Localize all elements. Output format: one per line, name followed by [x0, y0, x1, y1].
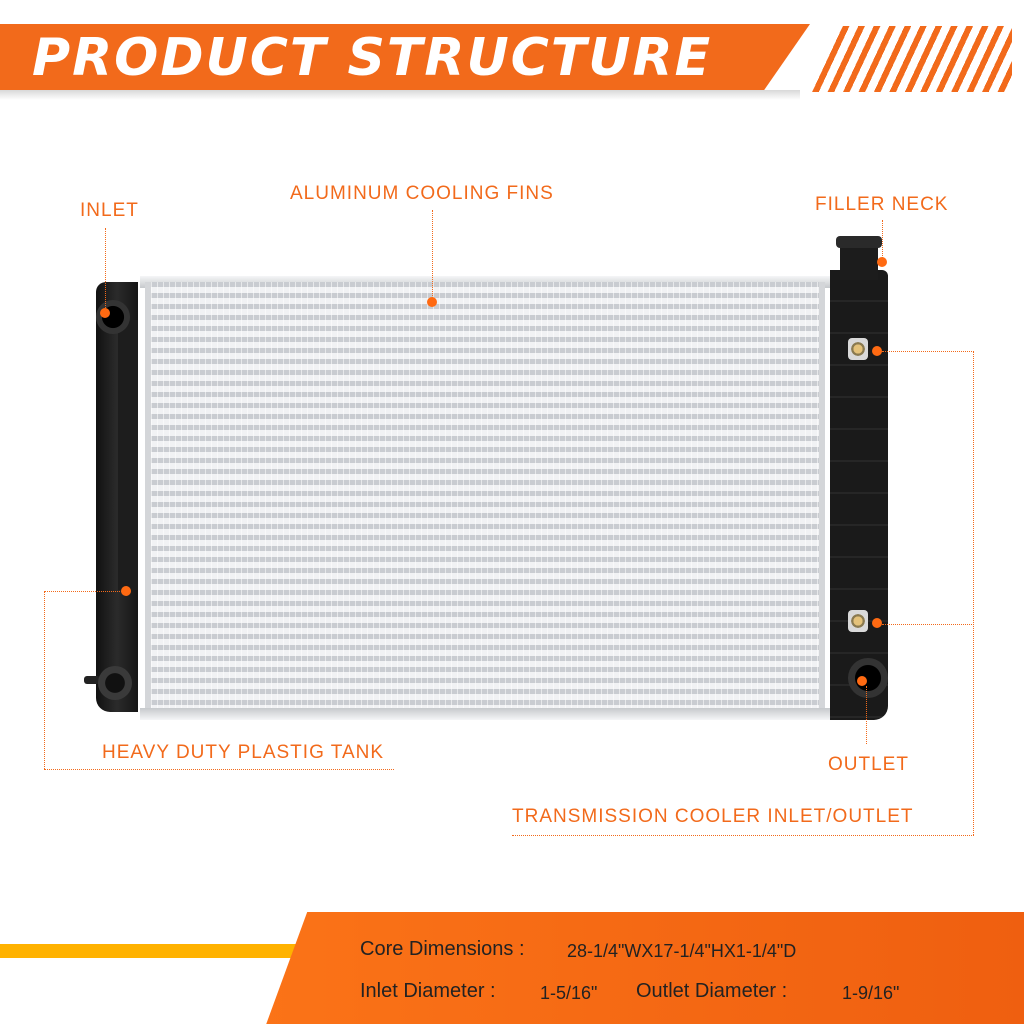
callout-trans-cooler-hline-bottom: [512, 835, 974, 836]
callout-filler-neck-dot: [877, 257, 887, 267]
callout-plastic-tank-label: HEAVY DUTY PLASTIG TANK: [102, 742, 385, 763]
callout-plastic-tank-dot: [121, 586, 131, 596]
spec-inlet-value: 1-5/16": [540, 983, 598, 1003]
callout-plastic-tank-hline-top: [44, 591, 122, 592]
outlet-port: [848, 658, 888, 698]
callout-trans-cooler-dot-bottom: [872, 618, 882, 628]
callout-trans-cooler-label: TRANSMISSION COOLER INLET/OUTLET: [512, 806, 914, 827]
callout-outlet-dot: [857, 676, 867, 686]
callout-trans-cooler-hline-mid: [882, 624, 974, 625]
callout-inlet-line: [105, 228, 106, 312]
callout-trans-cooler-vline: [973, 351, 974, 835]
drain-port: [98, 666, 132, 700]
drain-stub: [84, 676, 100, 684]
radiator-left-tank-body: [118, 320, 138, 590]
callout-cooling-fins-line: [432, 210, 433, 298]
callout-inlet-dot: [100, 308, 110, 318]
footer-accent-bar: [0, 944, 330, 958]
spec-outlet-value: 1-9/16": [842, 983, 900, 1003]
callout-filler-neck-line: [882, 220, 883, 260]
footer-spec-band: [266, 912, 1024, 1024]
callout-plastic-tank-vline: [44, 591, 45, 769]
spec-outlet-label: Outlet Diameter :: [636, 980, 788, 1002]
spec-core-dimensions: Core Dimensions :: [360, 938, 525, 961]
callout-cooling-fins-label: ALUMINUM COOLING FINS: [290, 183, 554, 204]
header-banner-shadow: [0, 90, 800, 100]
callout-plastic-tank-hline-bottom: [44, 769, 394, 770]
callout-inlet-label: INLET: [80, 200, 139, 221]
spec-inlet-label: Inlet Diameter :: [360, 980, 496, 1002]
radiator-core-bottom-rail: [140, 708, 830, 720]
spec-core-value: 28-1/4"WX17-1/4"HX1-1/4"D: [567, 941, 797, 961]
callout-filler-neck-label: FILLER NECK: [815, 194, 949, 215]
callout-outlet-line: [866, 686, 867, 744]
trans-cooler-fitting-top: [848, 338, 868, 360]
header-stripes: [812, 26, 1012, 92]
page-title: PRODUCT STRUCTURE: [32, 28, 713, 88]
callout-outlet-label: OUTLET: [828, 754, 909, 775]
header-banner: [0, 24, 810, 94]
callout-trans-cooler-dot-top: [872, 346, 882, 356]
spec-core-label: Core Dimensions :: [360, 938, 525, 960]
radiator-core: [145, 282, 825, 714]
trans-cooler-fitting-bottom: [848, 610, 868, 632]
callout-trans-cooler-hline-top: [882, 351, 974, 352]
callout-cooling-fins-dot: [427, 297, 437, 307]
filler-neck-cap: [836, 236, 882, 248]
